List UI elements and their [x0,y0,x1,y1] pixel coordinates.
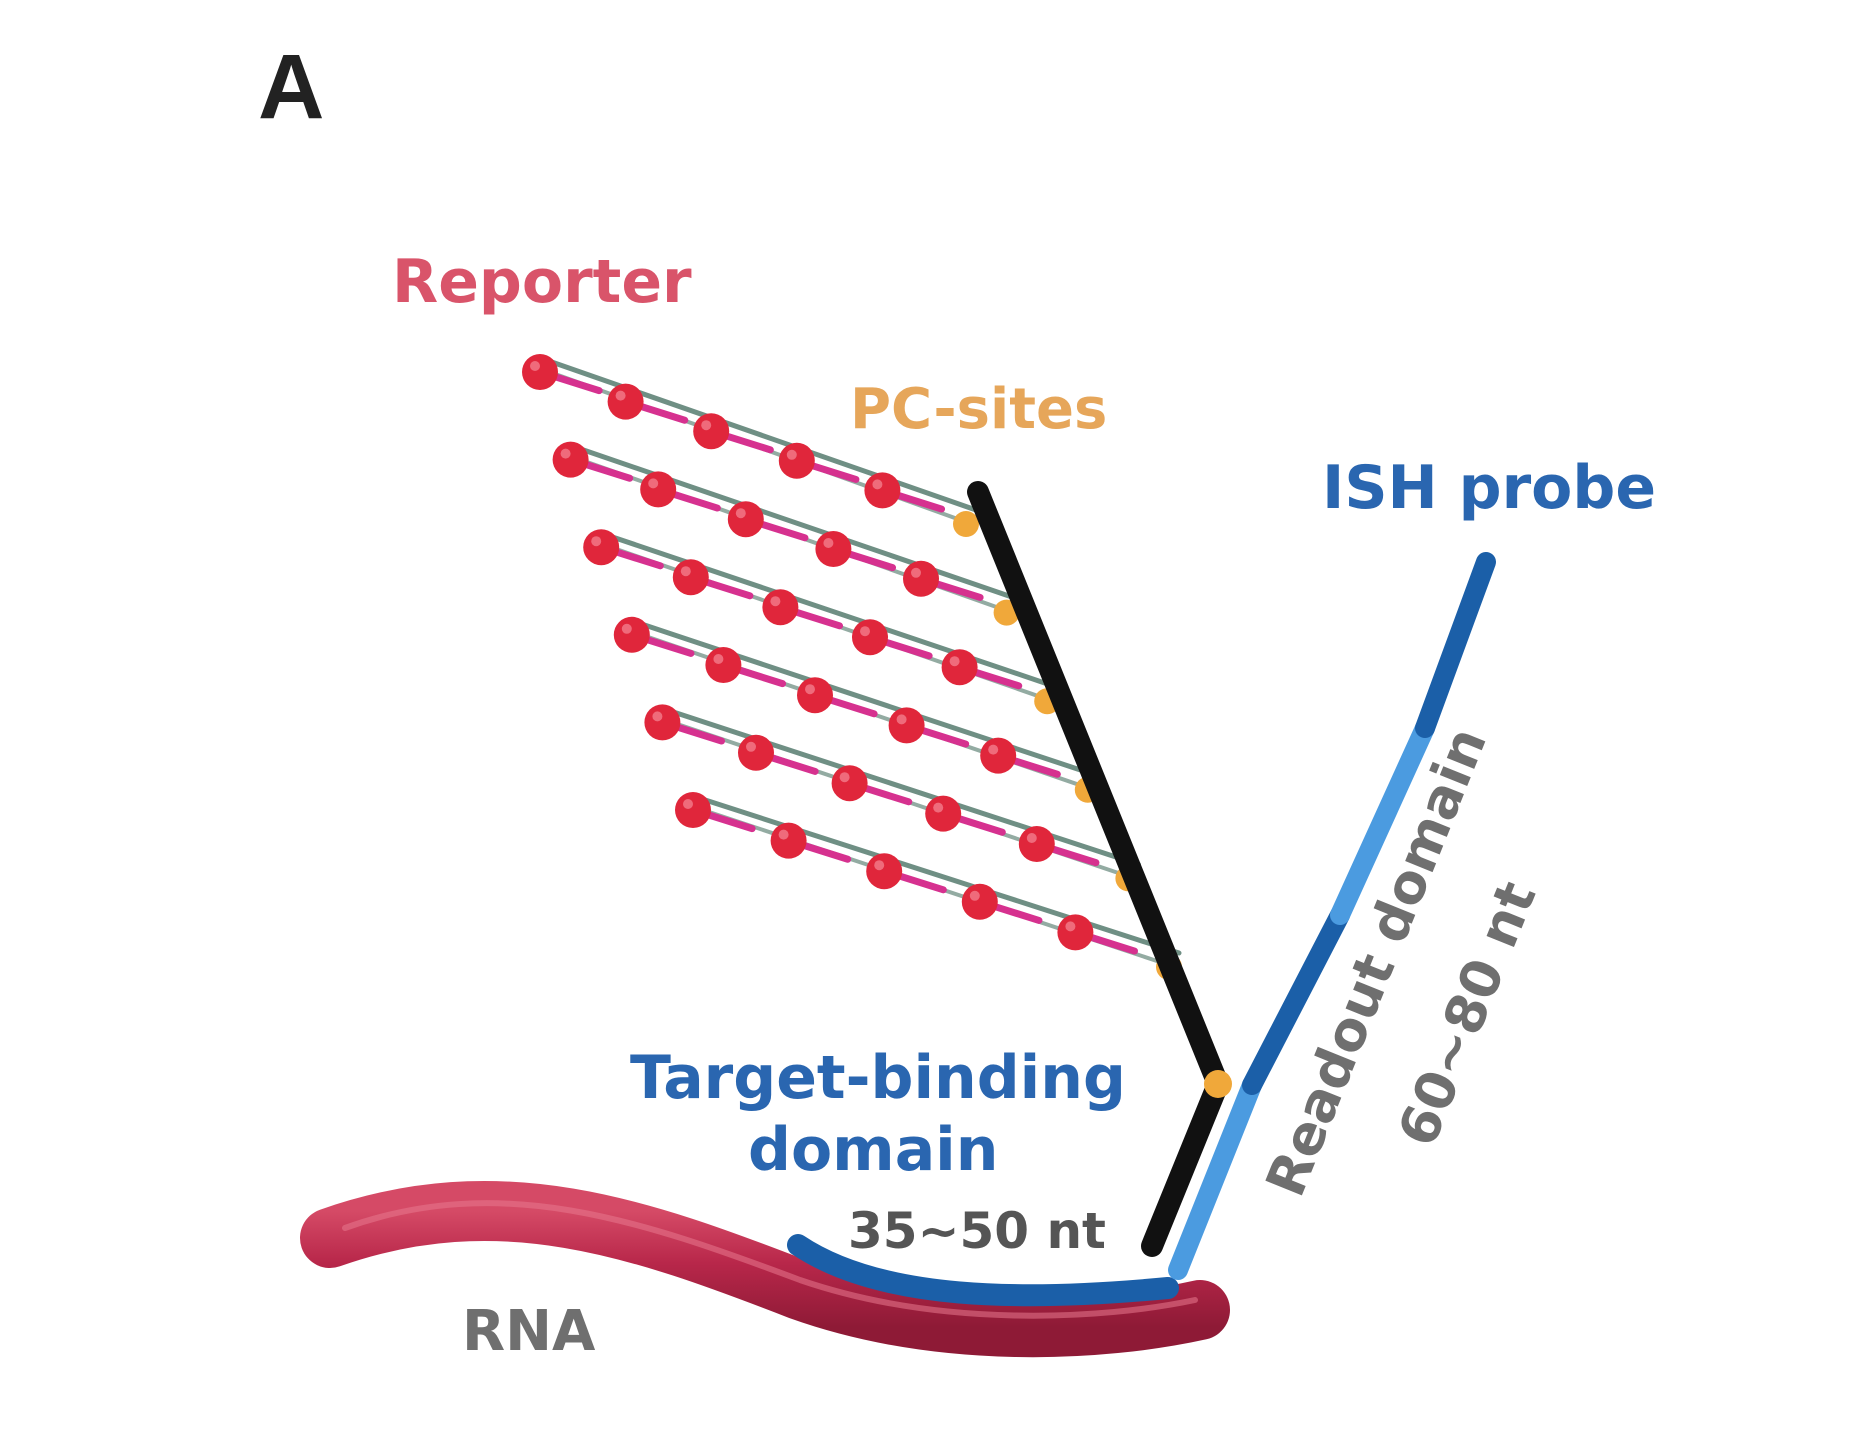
reporter-dot-highlight [652,711,663,722]
reporter-dot [583,529,620,566]
reporter-dot [522,354,558,390]
reporter-dot-highlight [896,714,907,725]
ish-probe [1168,552,1496,1280]
reporter-dot [980,737,1017,774]
reporter-dot-highlight [874,860,885,871]
reporter-dot-highlight [621,623,632,634]
reporter-dot [866,853,903,890]
reporter-array [522,354,1182,980]
reporter-dot-highlight [786,449,797,460]
reporter-strand [574,445,1020,602]
reporter-dot-highlight [591,536,602,547]
reporter-dot [778,442,815,479]
reporter-dot [888,707,925,744]
reporter-dot-highlight [778,829,789,840]
target-length-label: 35~50 nt [848,1202,1106,1260]
reporter-dot-highlight [969,890,980,901]
reporter-dot-highlight [746,741,756,752]
reporter-strand [543,357,979,513]
reporter-dot-highlight [933,802,944,813]
reporter-dot-highlight [680,566,691,577]
reporter-dot [607,383,644,420]
reporter-dot-highlight [860,626,870,637]
reporter-label: Reporter [392,247,692,317]
reporter-dot-highlight [701,420,712,431]
reporter-dot [770,822,807,859]
reporter-dot-highlight [872,479,883,490]
reporter-dot-highlight [735,508,746,519]
rna-highlight [342,1200,1198,1319]
target-binding-domain [787,1234,1179,1307]
rna-label: RNA [462,1299,596,1364]
reporter-dot [961,883,998,920]
reporter-dot-highlight [770,596,781,607]
reporter-strand [696,795,1182,956]
reporter-dot [797,677,833,714]
reporter-dot-highlight [1026,833,1037,843]
reporter-dot [705,647,742,683]
reporter-dot [762,589,799,626]
probe-segment [1242,905,1350,1095]
reporter-strand [665,707,1141,867]
pc-sites-label: PC-sites [850,377,1107,442]
reporter-dot [644,704,681,741]
rna-strand [300,1181,1230,1358]
reporter-dot [738,734,774,771]
probe-segment [1168,1075,1262,1280]
reporter-dot-highlight [530,361,540,371]
reporter-dot [693,413,730,450]
reporter-dot [1057,914,1094,951]
domain-label: domain [748,1115,998,1185]
reporter-dot-highlight [713,654,724,664]
reporter-dot [552,441,589,478]
probe-segment [1415,552,1496,738]
reporter-dot [903,560,939,597]
reporter-dot [675,792,711,828]
reporter-dot [831,765,868,802]
reporter-dot [815,531,852,567]
reporter-dot-highlight [560,448,571,459]
backbone [967,481,1229,1095]
reporter-dot-highlight [683,799,693,809]
panel-letter: A [258,36,324,138]
pc-site [1204,1070,1232,1098]
reporter-dot [852,619,888,656]
reporter-dot-highlight [839,772,850,783]
reporter-dot [613,616,650,653]
reporter-dot [864,472,901,509]
probe-segment [1330,718,1435,925]
reporter-dot [672,559,709,596]
pc-site [953,511,979,537]
reporter-dot [925,795,962,832]
reporter-dot-highlight [805,684,815,695]
reporter-dot [941,649,978,686]
reporter-dot [727,501,764,538]
ish-probe-label: ISH probe [1322,453,1656,523]
reporter-dot-highlight [823,538,834,548]
reporter-dot-highlight [988,744,999,755]
reporter-dot-highlight [911,567,921,578]
reporter-dot-highlight [1065,921,1076,932]
target-binding-label: Target-binding [630,1043,1126,1113]
reporter-strand [635,620,1101,779]
reporter-dot-highlight [648,478,659,489]
reporter-dot [1018,826,1055,862]
reporter-dot-highlight [949,656,960,667]
reporter-dot [640,471,677,508]
reporter-dot-highlight [615,390,626,401]
backbone-lower [1141,1073,1229,1257]
reporter-strand [604,532,1060,690]
